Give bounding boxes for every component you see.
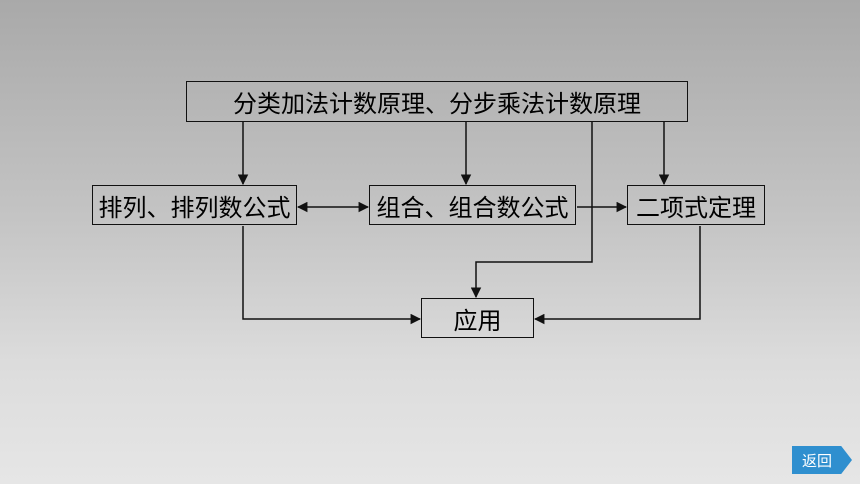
edge-binomial-to-application [533,226,701,325]
node-application: 应用 [421,298,534,338]
node-binomial-theorem: 二项式定理 [627,185,765,225]
node-permutation-label: 排列、排列数公式 [98,193,291,222]
node-combination: 组合、组合数公式 [369,185,576,225]
node-binomial-theorem-label: 二项式定理 [636,193,756,222]
edge-permutation-to-application [242,226,422,325]
node-counting-principles: 分类加法计数原理、分步乘法计数原理 [186,81,688,122]
back-button[interactable]: 返回 [792,446,852,474]
back-button-label: 返回 [802,451,833,470]
node-counting-principles-label: 分类加法计数原理、分步乘法计数原理 [233,90,641,118]
node-permutation: 排列、排列数公式 [92,185,297,225]
node-application-label: 应用 [453,306,502,335]
edge-top-to-application [470,122,593,299]
node-combination-label: 组合、组合数公式 [376,193,569,222]
